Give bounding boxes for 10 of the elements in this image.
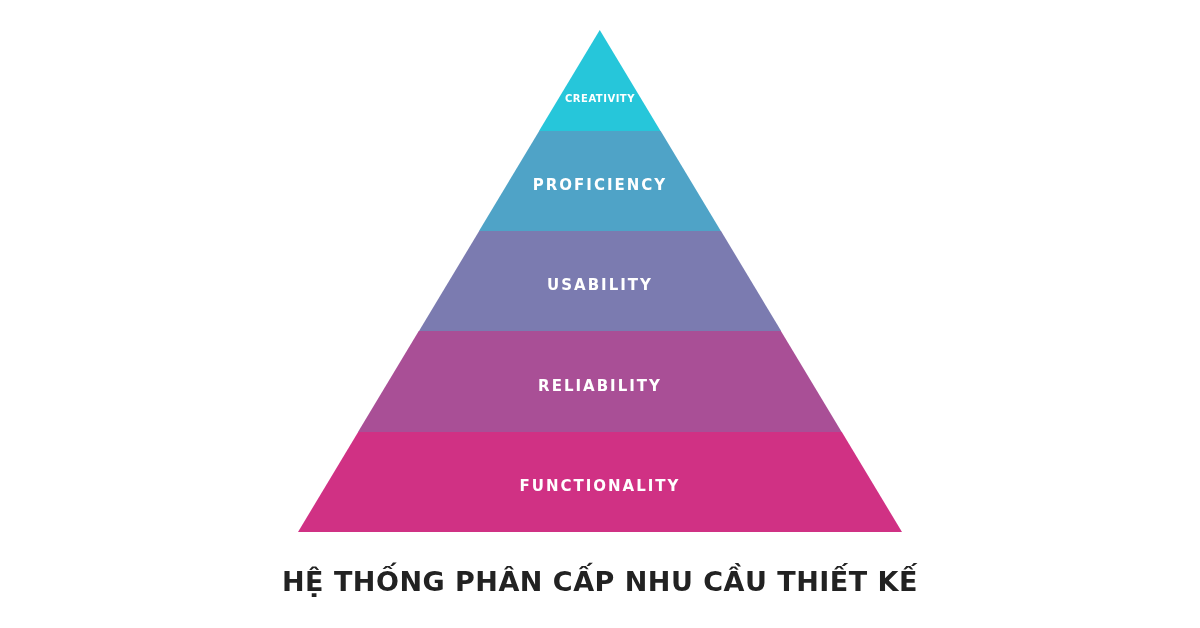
pyramid-layer xyxy=(418,231,782,331)
layer-label: FUNCTIONALITY xyxy=(519,476,681,495)
layer-label: PROFICIENCY xyxy=(532,175,668,194)
layer-label: USABILITY xyxy=(547,275,653,294)
pyramid-layer xyxy=(298,432,902,532)
pyramid-layer xyxy=(358,331,842,432)
pyramid-layer xyxy=(539,30,661,131)
layer-label: RELIABILITY xyxy=(538,375,662,395)
layer-label: CREATIVITY xyxy=(565,92,635,104)
pyramid-layer xyxy=(479,131,721,231)
